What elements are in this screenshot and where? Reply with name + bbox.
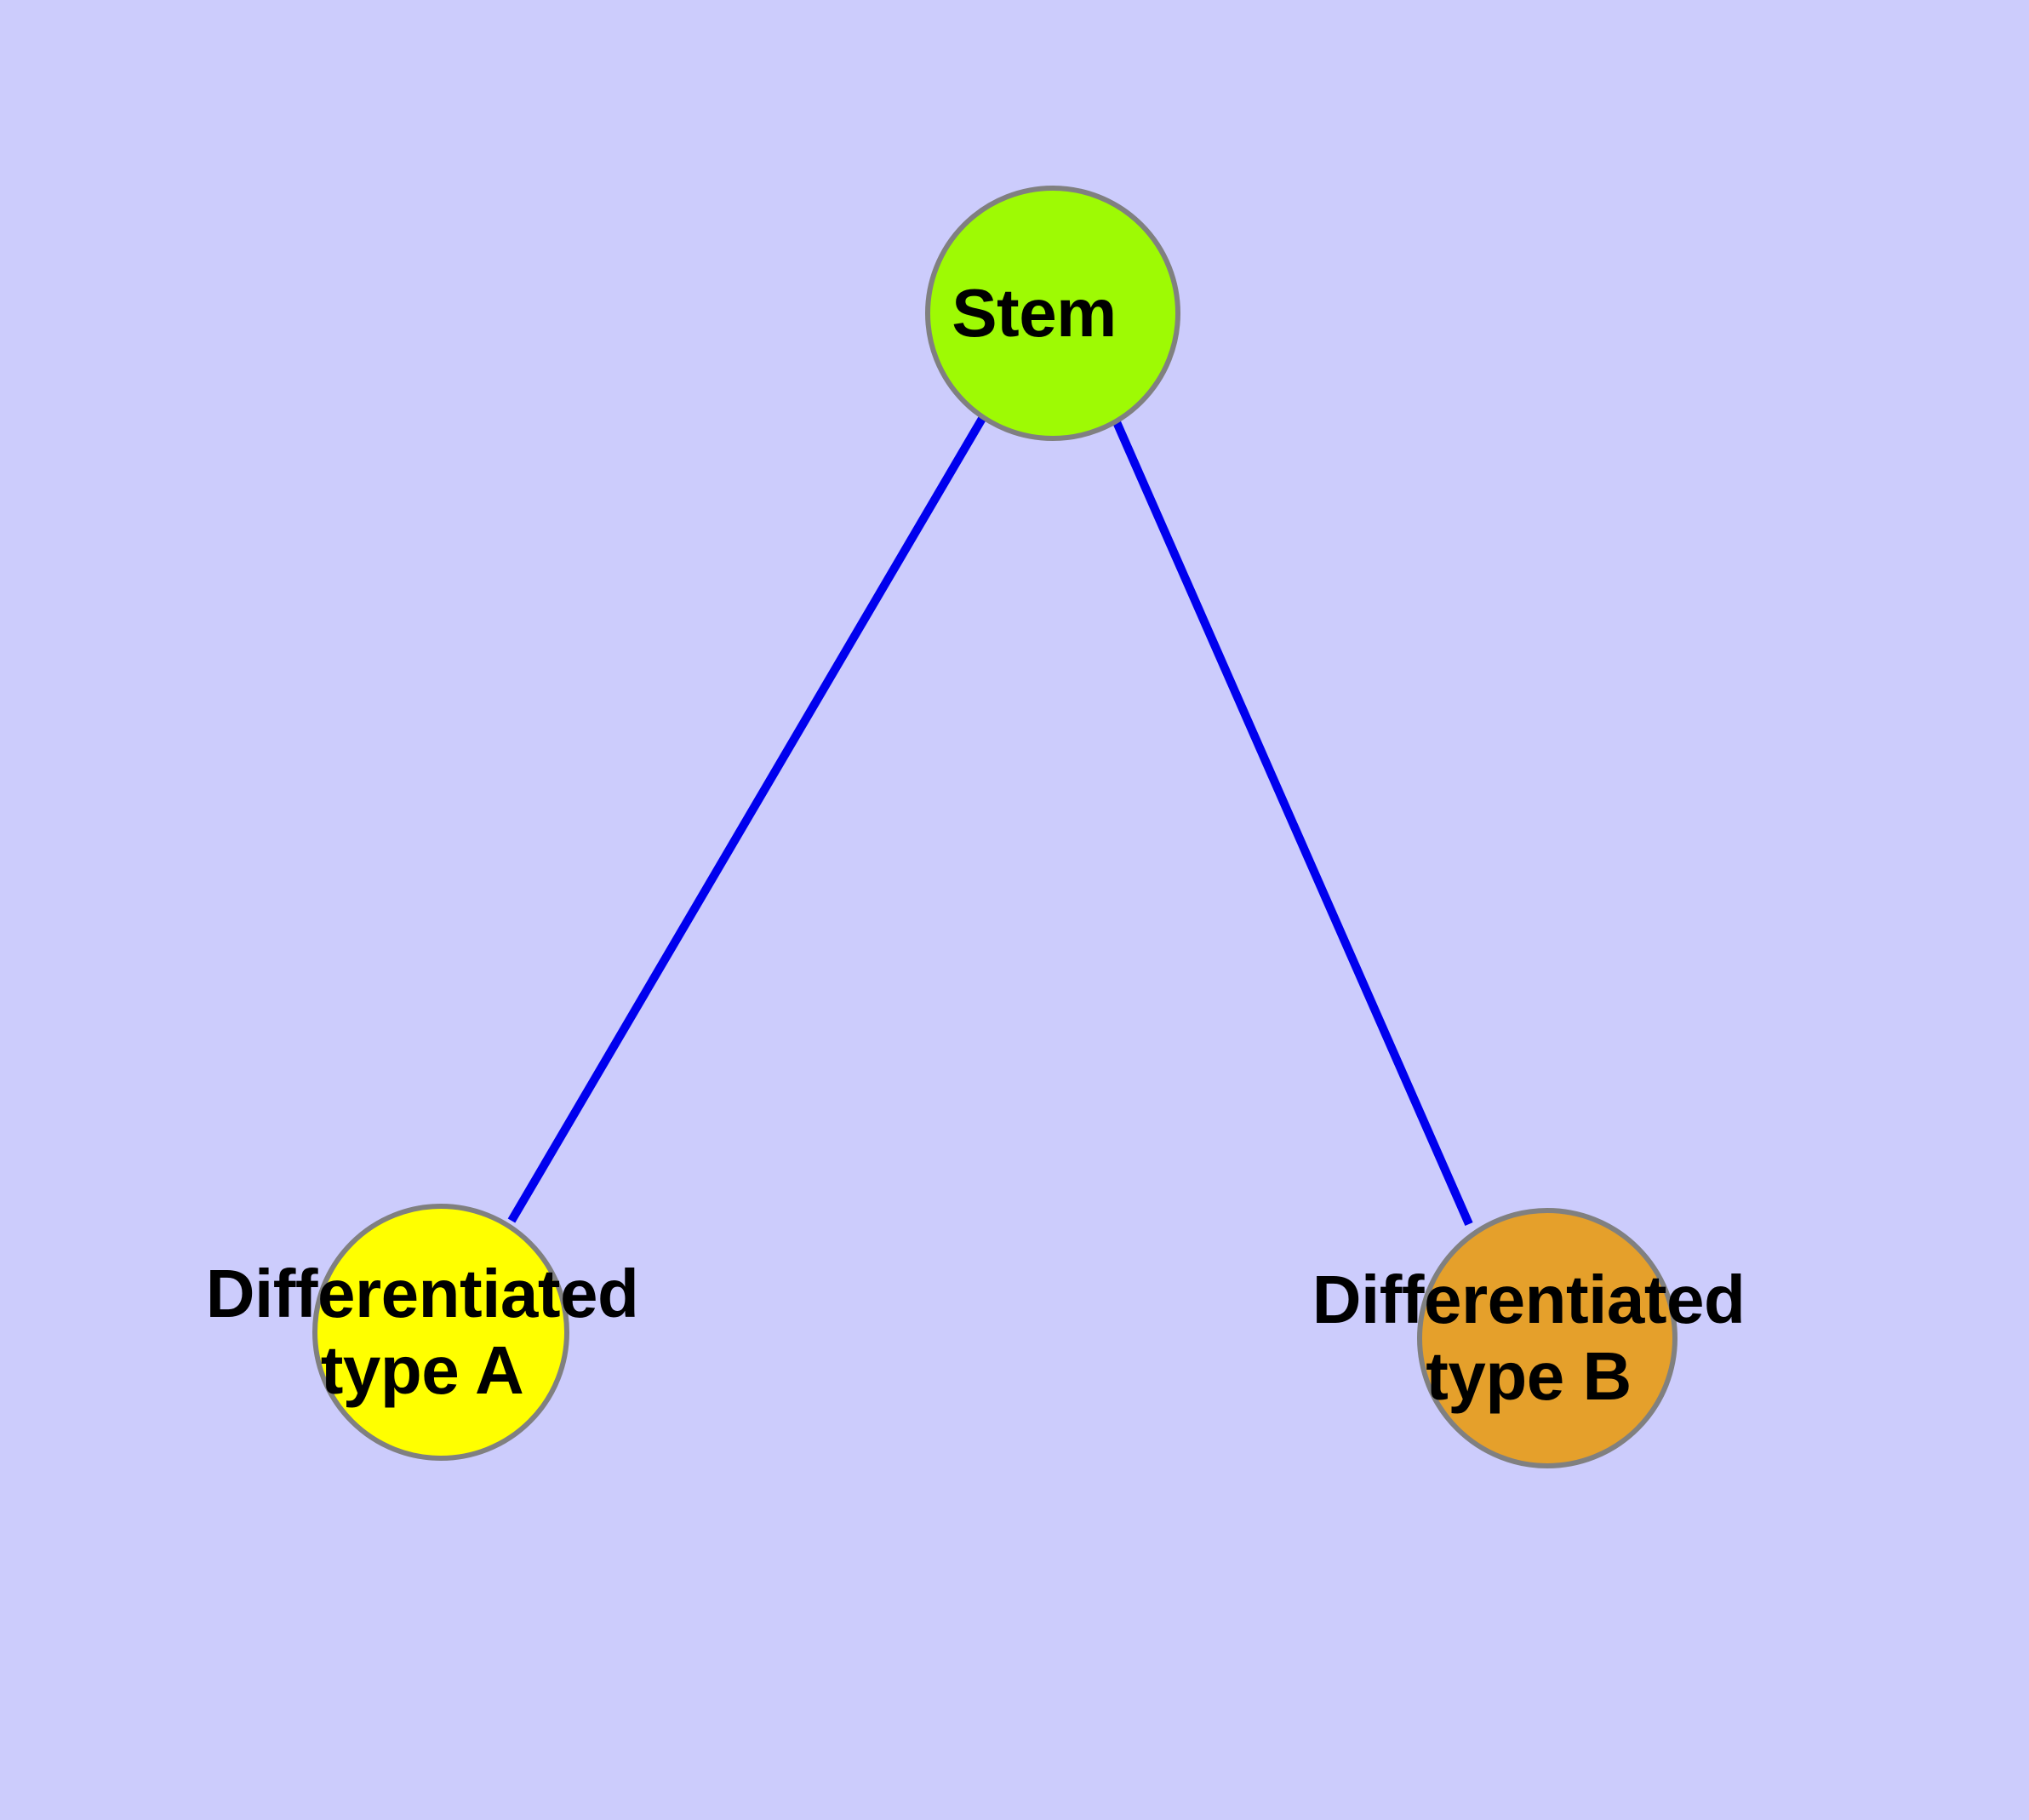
edge-stem-to-differentiated-type-b[interactable] <box>1106 406 1473 1227</box>
edge-layer <box>507 406 1473 1227</box>
node-differentiated-type-b[interactable] <box>1417 1208 1677 1468</box>
edge-stem-to-differentiated-type-a[interactable] <box>507 415 987 1223</box>
node-layer <box>312 186 1677 1468</box>
node-stem[interactable] <box>925 186 1180 441</box>
node-differentiated-type-a[interactable] <box>312 1204 569 1461</box>
